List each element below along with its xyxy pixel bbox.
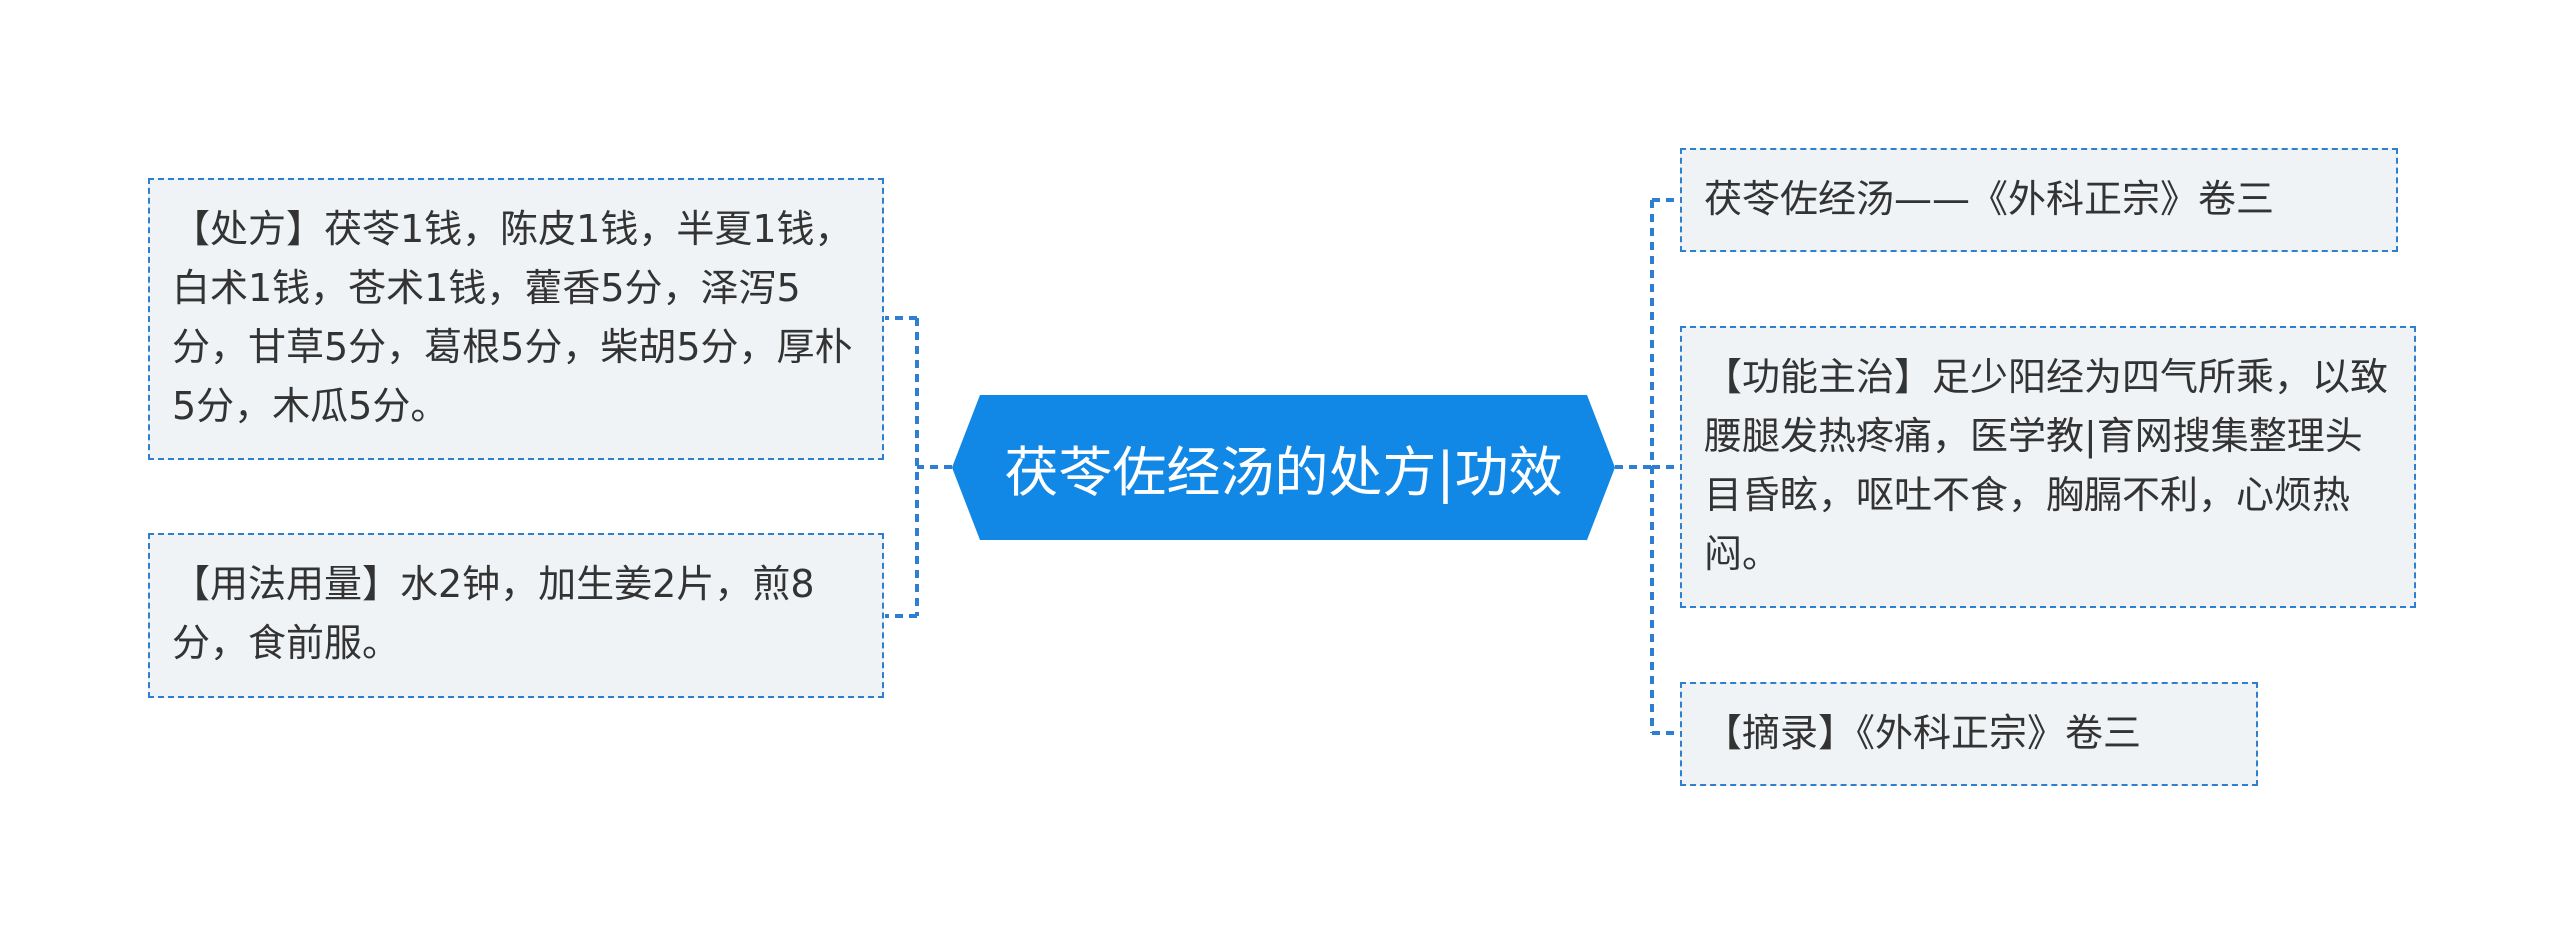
node-prescription[interactable]: 【处方】茯苓1钱，陈皮1钱，半夏1钱，白术1钱，苍术1钱，藿香5分，泽泻5分，甘… (148, 178, 884, 460)
node-excerpt[interactable]: 【摘录】《外科正宗》卷三 (1680, 682, 2258, 786)
node-usage-dosage[interactable]: 【用法用量】水2钟，加生姜2片，煎8分，食前服。 (148, 533, 884, 698)
node-formula-source-text: 茯苓佐经汤——《外科正宗》卷三 (1704, 177, 2275, 221)
node-function-indication-text: 【功能主治】足少阳经为四气所乘，以致腰腿发热疼痛，医学教|育网搜集整理头目昏眩，… (1704, 355, 2389, 576)
node-usage-dosage-text: 【用法用量】水2钟，加生姜2片，煎8分，食前服。 (172, 562, 815, 665)
central-topic-shape (952, 395, 1615, 540)
node-function-indication[interactable]: 【功能主治】足少阳经为四气所乘，以致腰腿发热疼痛，医学教|育网搜集整理头目昏眩，… (1680, 326, 2416, 608)
node-formula-source[interactable]: 茯苓佐经汤——《外科正宗》卷三 (1680, 148, 2398, 252)
node-excerpt-text: 【摘录】《外科正宗》卷三 (1704, 711, 2142, 755)
central-topic[interactable]: 茯苓佐经汤的处方|功效 (952, 395, 1615, 540)
node-prescription-text: 【处方】茯苓1钱，陈皮1钱，半夏1钱，白术1钱，苍术1钱，藿香5分，泽泻5分，甘… (172, 207, 853, 428)
central-topic-label: 茯苓佐经汤的处方|功效 (1004, 441, 1563, 504)
